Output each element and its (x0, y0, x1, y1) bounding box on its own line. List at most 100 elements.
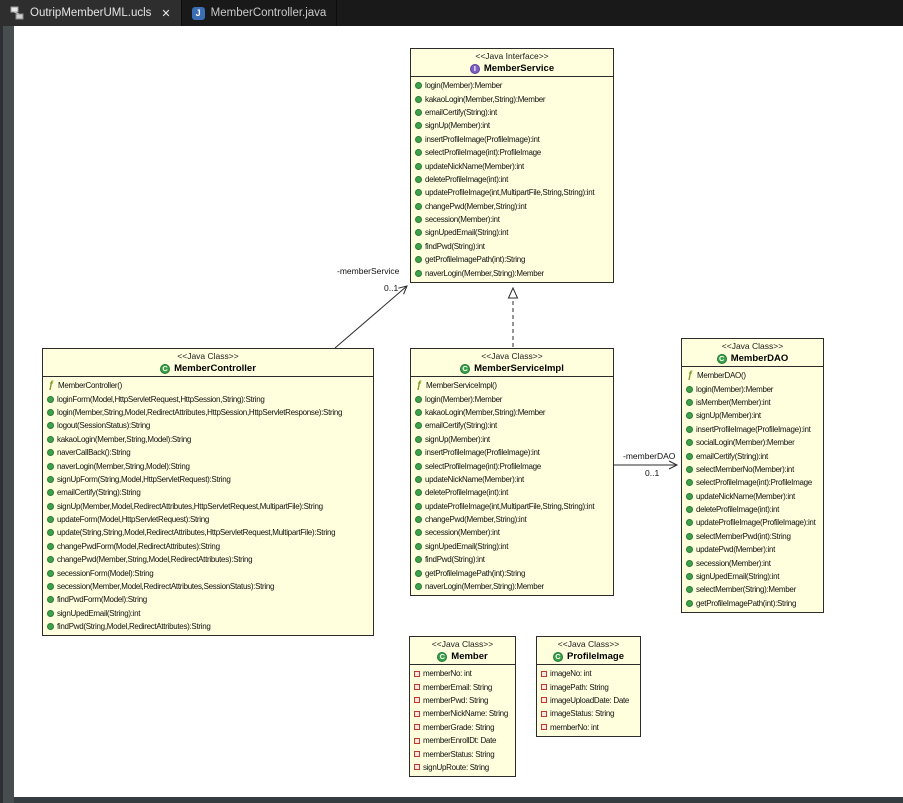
member-row[interactable]: isMember(Member):int (682, 396, 823, 409)
member-row[interactable]: updatePwd(Member):int (682, 543, 823, 556)
member-row[interactable]: updateNickName(Member):int (682, 490, 823, 503)
member-row[interactable]: memberEmail: String (410, 680, 515, 693)
member-row[interactable]: updateProfileImage(ProfileImage):int (682, 516, 823, 529)
member-row[interactable]: insertProfileImage(ProfileImage):int (411, 133, 613, 146)
member-row[interactable]: imagePath: String (537, 680, 640, 693)
member-row[interactable]: changePwd(Member,String,Model,RedirectAt… (43, 553, 373, 566)
member-row[interactable]: selectProfileImage(int):ProfileImage (411, 459, 613, 472)
member-row[interactable]: emailCertify(String):int (411, 106, 613, 119)
member-row[interactable]: loginForm(Model,HttpServletRequest,HttpS… (43, 392, 373, 405)
member-row[interactable]: updateNickName(Member):int (411, 159, 613, 172)
member-row[interactable]: selectMember(String):Member (682, 583, 823, 596)
member-row[interactable]: getProfileImagePath(int):String (411, 566, 613, 579)
member-row[interactable]: kakaoLogin(Member,String):Member (411, 92, 613, 105)
association-membercontroller-memberservice[interactable] (334, 285, 408, 349)
member-row[interactable]: selectProfileImage(int):ProfileImage (411, 146, 613, 159)
member-row[interactable]: memberEnrollDt: Date (410, 734, 515, 747)
stereotype-label: <<Java Class>> (721, 341, 784, 351)
member-row[interactable]: imageStatus: String (537, 707, 640, 720)
member-row[interactable]: secessionForm(Model):String (43, 566, 373, 579)
class-box-member[interactable]: <<Java Class>> Member memberNo: int memb… (409, 636, 516, 778)
member-row[interactable]: signUp(Member):int (411, 119, 613, 132)
member-row[interactable]: naverLogin(Member,String):Member (411, 266, 613, 279)
member-row[interactable]: memberNo: int (537, 721, 640, 734)
member-row[interactable]: insertProfileImage(ProfileImage):int (682, 423, 823, 436)
member-row[interactable]: getProfileImagePath(int):String (682, 597, 823, 610)
member-row[interactable]: naverLogin(Member,String):Member (411, 580, 613, 593)
ucls-diagram-icon (10, 6, 24, 20)
member-row[interactable]: signUp(Member):int (682, 409, 823, 422)
member-row[interactable]: logout(SessionStatus):String (43, 419, 373, 432)
member-row[interactable]: memberGrade: String (410, 721, 515, 734)
class-box-memberservice[interactable]: <<Java Interface>> MemberService login(M… (410, 48, 614, 283)
member-row[interactable]: login(Member):Member (682, 382, 823, 395)
member-row[interactable]: secession(Member):int (682, 556, 823, 569)
member-row[interactable]: memberNo: int (410, 667, 515, 680)
member-row[interactable]: signUp(Member):int (411, 433, 613, 446)
member-row[interactable]: login(Member):Member (411, 79, 613, 92)
class-box-memberdao[interactable]: <<Java Class>> MemberDAO MemberDAO() log… (681, 338, 824, 614)
member-row[interactable]: signUpRoute: String (410, 761, 515, 774)
class-box-profileimage[interactable]: <<Java Class>> ProfileImage imageNo: int… (536, 636, 641, 737)
member-row[interactable]: naverCallBack():String (43, 446, 373, 459)
member-row[interactable]: kakaoLogin(Member,String):Member (411, 406, 613, 419)
member-row[interactable]: deleteProfileImage(int):int (411, 173, 613, 186)
tab-outripmemberuml-ucls[interactable]: OutripMemberUML.ucls ✕ (0, 0, 182, 26)
member-row[interactable]: MemberController() (43, 379, 373, 392)
member-row[interactable]: MemberServiceImpl() (411, 379, 613, 392)
member-row[interactable]: selectMemberNo(Member):int (682, 463, 823, 476)
member-row[interactable]: deleteProfileImage(int):int (411, 486, 613, 499)
method-icon (47, 489, 54, 497)
member-row[interactable]: kakaoLogin(Member,String,Model):String (43, 433, 373, 446)
member-row[interactable]: getProfileImagePath(int):String (411, 253, 613, 266)
member-row[interactable]: signUpedEmail(String):int (682, 570, 823, 583)
member-row[interactable]: emailCertify(String):String (43, 486, 373, 499)
member-row[interactable]: updateForm(Model,HttpServletRequest):Str… (43, 513, 373, 526)
class-box-membercontroller[interactable]: <<Java Class>> MemberController MemberCo… (42, 348, 374, 637)
member-row[interactable]: secession(Member,Model,RedirectAttribute… (43, 580, 373, 593)
member-row[interactable]: secession(Member):int (411, 213, 613, 226)
close-icon[interactable]: ✕ (161, 7, 171, 20)
member-row[interactable]: findPwd(String):int (411, 240, 613, 253)
member-row[interactable]: findPwdForm(Model):String (43, 593, 373, 606)
class-box-memberserviceimpl[interactable]: <<Java Class>> MemberServiceImpl MemberS… (410, 348, 614, 597)
edge-label-memberdao[interactable]: -memberDAO (623, 451, 676, 461)
member-row[interactable]: socialLogin(Member):Member (682, 436, 823, 449)
member-row[interactable]: secession(Member):int (411, 526, 613, 539)
member-row[interactable]: update(String,String,Model,RedirectAttri… (43, 526, 373, 539)
class-header: <<Java Class>> MemberDAO (682, 339, 823, 367)
member-row[interactable]: updateProfileImage(int,MultipartFile,Str… (411, 500, 613, 513)
edge-label-memberservice[interactable]: -memberService (337, 266, 400, 276)
member-row[interactable]: login(Member,String,Model,RedirectAttrib… (43, 406, 373, 419)
member-row[interactable]: memberStatus: String (410, 747, 515, 760)
member-row[interactable]: updateProfileImage(int,MultipartFile,Str… (411, 186, 613, 199)
edge-multiplicity-memberdao[interactable]: 0..1 (645, 468, 660, 478)
member-row[interactable]: signUpedEmail(String):int (411, 540, 613, 553)
class-header: <<Java Class>> MemberController (43, 349, 373, 377)
member-row[interactable]: emailCertify(String):int (411, 419, 613, 432)
member-row[interactable]: imageNo: int (537, 667, 640, 680)
tab-membercontroller-java[interactable]: J MemberController.java (182, 0, 338, 26)
member-row[interactable]: changePwd(Member,String):int (411, 200, 613, 213)
member-row[interactable]: memberPwd: String (410, 694, 515, 707)
member-row[interactable]: changePwdForm(Model,RedirectAttributes):… (43, 540, 373, 553)
member-row[interactable]: MemberDAO() (682, 369, 823, 382)
member-row[interactable]: insertProfileImage(ProfileImage):int (411, 446, 613, 459)
member-row[interactable]: memberNickName: String (410, 707, 515, 720)
member-row[interactable]: selectMemberPwd(int):String (682, 530, 823, 543)
member-row[interactable]: updateNickName(Member):int (411, 473, 613, 486)
member-row[interactable]: signUpedEmail(String):int (43, 607, 373, 620)
member-row[interactable]: login(Member):Member (411, 392, 613, 405)
member-row[interactable]: findPwd(String,Model,RedirectAttributes)… (43, 620, 373, 633)
member-row[interactable]: emailCertify(String):int (682, 449, 823, 462)
member-row[interactable]: findPwd(String):int (411, 553, 613, 566)
member-row[interactable]: signUpForm(String,Model,HttpServletReque… (43, 473, 373, 486)
member-row[interactable]: selectProfileImage(int):ProfileImage (682, 476, 823, 489)
member-row[interactable]: signUpedEmail(String):int (411, 226, 613, 239)
member-row[interactable]: changePwd(Member,String):int (411, 513, 613, 526)
member-row[interactable]: imageUploadDate: Date (537, 694, 640, 707)
member-row[interactable]: signUp(Member,Model,RedirectAttributes,H… (43, 500, 373, 513)
edge-multiplicity-memberservice[interactable]: 0..1 (384, 283, 399, 293)
member-row[interactable]: naverLogin(Member,String,Model):String (43, 459, 373, 472)
member-row[interactable]: deleteProfileImage(int):int (682, 503, 823, 516)
